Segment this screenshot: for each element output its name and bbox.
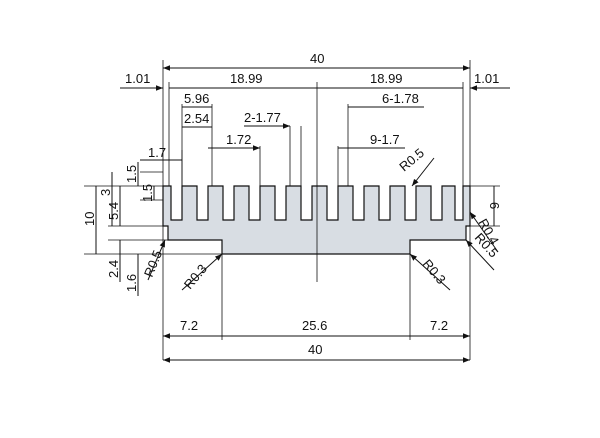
dim-17: 1.7 — [148, 145, 166, 160]
dim-half-left: 18.99 — [230, 71, 263, 86]
dim-bottom-72-right: 7.2 — [430, 318, 448, 333]
dim-edge-left: 1.01 — [125, 71, 150, 86]
dim-bottom-256: 25.6 — [302, 318, 327, 333]
dim-r05-top: R0.5 — [396, 145, 427, 174]
dim-6-178: 6-1.78 — [382, 91, 419, 106]
dim-172: 1.72 — [226, 132, 251, 147]
dim-10: 10 — [82, 212, 97, 226]
dim-r05-left: R0.5 — [141, 248, 165, 279]
dim-15b: 1.5 — [140, 184, 155, 202]
dim-54: 5.4 — [106, 202, 121, 220]
dim-3: 3 — [98, 189, 113, 196]
dim-r03-right: R0.3 — [420, 256, 449, 287]
dim-overall-top: 40 — [310, 51, 324, 66]
dim-edge-right: 1.01 — [474, 71, 499, 86]
dim-254: 2.54 — [184, 111, 209, 126]
dim-15a: 1.5 — [124, 165, 139, 183]
heatsink-profile — [162, 185, 471, 255]
dim-2-177: 2-1.77 — [244, 110, 281, 125]
dim-24: 2.4 — [106, 260, 121, 278]
dim-16: 1.6 — [124, 274, 139, 292]
dim-9-17: 9-1.7 — [370, 132, 400, 147]
dim-6: 6 — [487, 202, 502, 209]
dim-596: 5.96 — [184, 91, 209, 106]
dim-bottom-72-left: 7.2 — [180, 318, 198, 333]
dim-half-right: 18.99 — [370, 71, 403, 86]
dim-overall-bottom: 40 — [308, 342, 322, 357]
